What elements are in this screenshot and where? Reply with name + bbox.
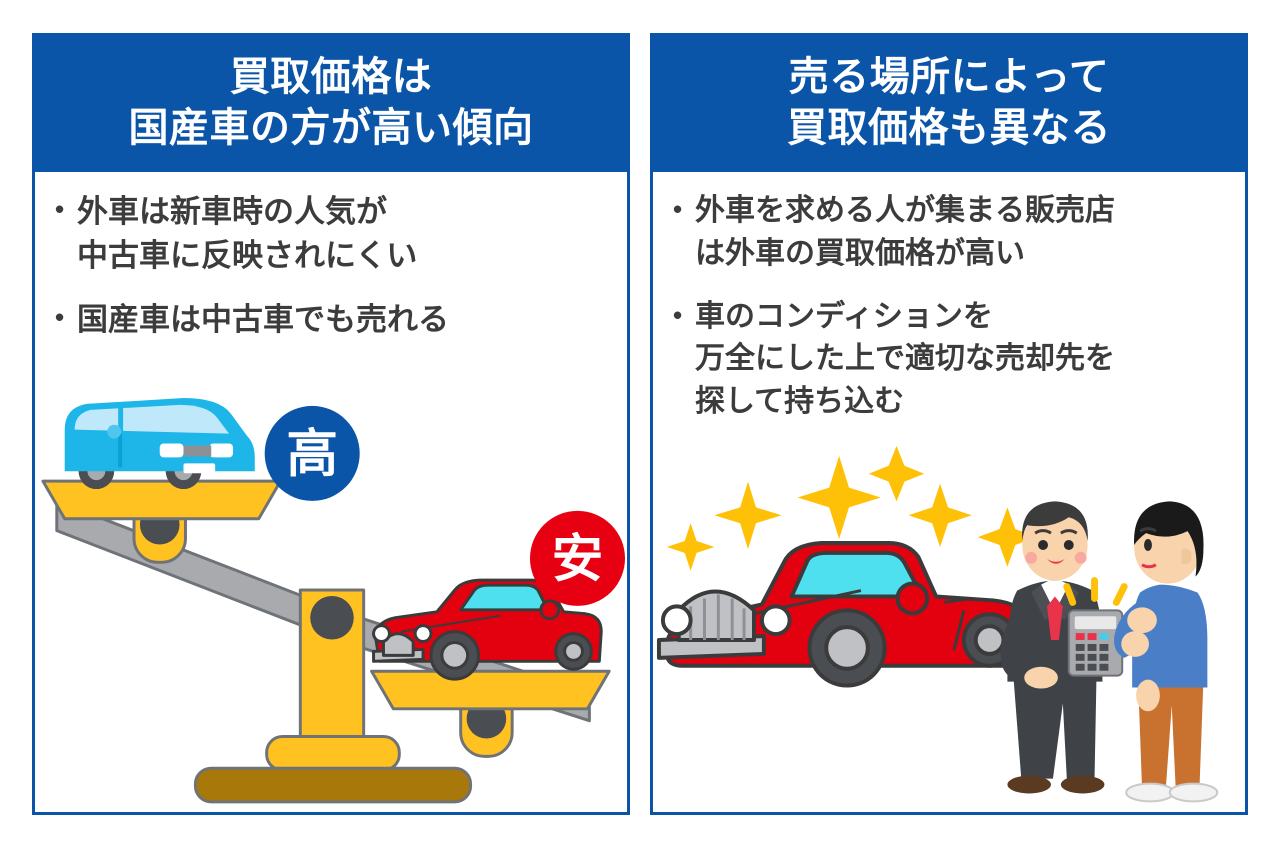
panel-right-header: 売る場所によって 買取価格も異なる [653,36,1245,173]
right-scale-pan [370,669,611,711]
list-item: 外車は新車時の人気が 中古車に反映されにくい [51,190,611,278]
low-badge: 安 [529,511,626,607]
panel-left-body: 外車は新車時の人気が 中古車に反映されにくい 国産車は中古車でも売れる [35,172,627,812]
left-scale-pan [41,479,282,521]
imported-sports-car-icon [372,578,603,681]
sparkles-icon [666,445,1038,571]
high-badge: 高 [264,406,360,502]
panel-left-header: 買取価格は 国産車の方が高い傾向 [35,36,627,173]
panel-right-body: 外車を求める人が集まる販売店 は外車の買取価格が高い 車のコンディションを 万全… [653,172,1245,812]
list-item: 国産車は中古車でも売れる [51,298,611,342]
bullet-1-line1: 外車を求める人が集まる販売店 [695,194,1115,228]
red-sports-car-icon [656,540,1034,688]
domestic-kei-car-icon [64,398,255,490]
appraisal-scene-illustration [653,445,1245,812]
salesman-with-calculator [1000,501,1128,794]
emphasis-lines-icon [1063,576,1128,606]
scale-stand [193,588,473,804]
panel-left-header-line2: 国産車の方が高い傾向 [128,106,534,151]
panel-right-header-line2: 買取価格も異なる [787,106,1111,151]
list-item: 外車を求める人が集まる販売店 は外車の買取価格が高い [669,190,1229,275]
calculator-icon [1067,609,1124,677]
panel-left-header-line1: 買取価格は [229,55,433,99]
balance-scale-illustration: 高 [35,396,627,812]
bullet-2-line2: 万全にした上で適切な売却先を [695,342,1115,376]
panel-right-bullet-list: 外車を求める人が集まる販売店 は外車の買取価格が高い 車のコンディションを 万全… [669,190,1229,423]
panel-domestic-price: 買取価格は 国産車の方が高い傾向 外車は新車時の人気が 中古車に反映されにくい … [32,33,630,815]
bullet-2-line3: 探して持ち込む [695,384,905,418]
customer-thinking [1114,501,1219,803]
list-item: 車のコンディションを 万全にした上で適切な売却先を 探して持ち込む [669,296,1229,424]
panel-left-bullet-list: 外車は新車時の人気が 中古車に反映されにくい 国産車は中古車でも売れる [51,190,611,342]
bullet-2-line1: 車のコンディションを [695,299,993,333]
bullet-1-line2: は外車の買取価格が高い [695,236,1025,270]
panel-right-header-line1: 売る場所によって [788,55,1110,99]
bullet-1-line2: 中古車に反映されにくい [77,238,418,274]
panel-selling-location: 売る場所によって 買取価格も異なる 外車を求める人が集まる販売店 は外車の買取価… [650,33,1248,815]
low-badge-label: 安 [552,530,603,588]
bullet-2-line1: 国産車は中古車でも売れる [77,302,449,338]
high-badge-label: 高 [286,425,337,483]
bullet-1-line1: 外車は新車時の人気が [77,194,387,230]
